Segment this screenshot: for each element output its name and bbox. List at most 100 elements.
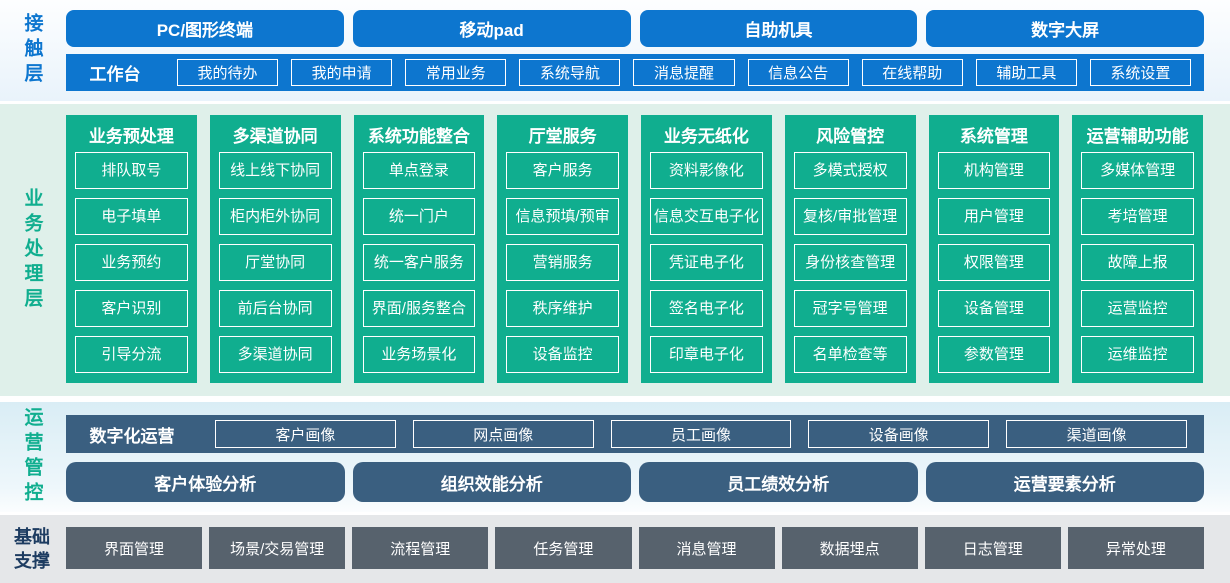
contact-layer-band: 接触层 PC/图形终端 移动pad 自助机具 数字大屏 工作台 我的待办 我的申…	[0, 0, 1230, 101]
column-item: 运营监控	[1081, 290, 1194, 327]
operation-layer-band: 运营管控 数字化运营 客户画像 网点画像 员工画像 设备画像 渠道画像 客户体验…	[0, 402, 1230, 512]
analysis-block-ops-elements: 运营要素分析	[925, 462, 1204, 502]
business-column-integration: 系统功能整合 单点登录 统一门户 统一客户服务 界面/服务整合 业务场景化	[353, 115, 485, 383]
foundation-item-tracking: 数据埋点	[781, 527, 918, 569]
layer-label-operation: 运营管控	[21, 407, 43, 507]
workbench-item: 我的待办	[177, 59, 279, 86]
contact-layer-content: PC/图形终端 移动pad 自助机具 数字大屏 工作台 我的待办 我的申请 常用…	[64, 0, 1230, 101]
column-item: 印章电子化	[650, 336, 763, 373]
workbench-item: 系统导航	[519, 59, 621, 86]
layer-label-contact: 接触层	[21, 13, 43, 88]
column-item: 电子填单	[75, 198, 188, 235]
foundation-row: 界面管理 场景/交易管理 流程管理 任务管理 消息管理 数据埋点 日志管理 异常…	[64, 515, 1230, 583]
column-title: 系统管理	[959, 127, 1028, 146]
operation-layer-content: 数字化运营 客户画像 网点画像 员工画像 设备画像 渠道画像 客户体验分析 组织…	[64, 402, 1230, 512]
foundation-item-log: 日志管理	[924, 527, 1061, 569]
column-item: 业务预约	[75, 244, 188, 281]
column-item: 厅堂协同	[218, 244, 332, 281]
workbench-item: 我的申请	[291, 59, 393, 86]
workbench-bar: 工作台 我的待办 我的申请 常用业务 系统导航 消息提醒 信息公告 在线帮助 辅…	[66, 54, 1204, 91]
column-item: 多模式授权	[793, 152, 907, 189]
profile-item-employee: 员工画像	[610, 420, 792, 448]
workbench-label: 工作台	[89, 65, 141, 84]
foundation-item-task: 任务管理	[495, 527, 632, 569]
layer-label-business: 业务处理层	[21, 187, 43, 313]
column-item: 秩序维护	[506, 290, 619, 327]
column-item: 签名电子化	[650, 290, 763, 327]
column-title: 运营辅助功能	[1086, 127, 1189, 146]
column-item: 信息预填/预审	[506, 198, 619, 235]
business-layer-label-column: 业务处理层	[0, 104, 64, 396]
digital-ops-bar: 数字化运营 客户画像 网点画像 员工画像 设备画像 渠道画像	[66, 415, 1204, 453]
column-item: 多渠道协同	[218, 336, 332, 373]
workbench-item: 消息提醒	[633, 59, 735, 86]
workbench-item: 在线帮助	[861, 59, 963, 86]
foundation-item-process: 流程管理	[352, 527, 489, 569]
contact-layer-label-column: 接触层	[0, 0, 64, 101]
column-item: 复核/审批管理	[793, 198, 907, 235]
workbench-item: 系统设置	[1089, 59, 1191, 86]
column-item: 资料影像化	[650, 152, 763, 189]
column-title: 厅堂服务	[528, 127, 597, 146]
profile-item-customer: 客户画像	[215, 420, 396, 448]
column-item: 线上线下协同	[218, 152, 332, 189]
column-item: 柜内柜外协同	[218, 198, 332, 235]
column-item: 单点登录	[362, 152, 476, 189]
operation-layer-label-column: 运营管控	[0, 402, 64, 512]
terminal-block-pc: PC/图形终端	[66, 10, 344, 47]
layer-label-foundation: 基础支撑	[14, 526, 50, 571]
column-items: 排队取号 电子填单 业务预约 客户识别 引导分流	[75, 152, 188, 373]
column-item: 名单检查等	[793, 336, 907, 373]
column-title: 业务无纸化	[663, 127, 749, 146]
business-column-preprocess: 业务预处理 排队取号 电子填单 业务预约 客户识别 引导分流	[66, 115, 197, 383]
column-item: 多媒体管理	[1081, 152, 1194, 189]
foundation-layer-label-column: 基础支撑	[0, 515, 64, 583]
business-column-system-mgmt: 系统管理 机构管理 用户管理 权限管理 设备管理 参数管理	[928, 115, 1060, 383]
column-item: 界面/服务整合	[362, 290, 476, 327]
column-items: 线上线下协同 柜内柜外协同 厅堂协同 前后台协同 多渠道协同	[218, 152, 332, 373]
column-item: 权限管理	[937, 244, 1051, 281]
analysis-block-org-efficiency: 组织效能分析	[352, 462, 631, 502]
column-title: 风险管控	[816, 127, 885, 146]
business-layer-band: 业务处理层 业务预处理 排队取号 电子填单 业务预约 客户识别 引导分流 多渠道…	[0, 104, 1230, 396]
digital-ops-label: 数字化运营	[89, 426, 175, 446]
column-item: 故障上报	[1081, 244, 1194, 281]
terminal-block-pad: 移动pad	[352, 10, 631, 47]
analysis-block-employee-performance: 员工绩效分析	[639, 462, 918, 502]
column-items: 多媒体管理 考培管理 故障上报 运营监控 运维监控	[1081, 152, 1194, 373]
column-title: 业务预处理	[88, 127, 174, 146]
column-item: 身份核查管理	[793, 244, 907, 281]
column-item: 客户服务	[506, 152, 619, 189]
business-columns: 业务预处理 排队取号 电子填单 业务预约 客户识别 引导分流 多渠道协同 线上线…	[64, 104, 1230, 396]
column-item: 机构管理	[937, 152, 1051, 189]
column-item: 营销服务	[506, 244, 619, 281]
column-item: 前后台协同	[218, 290, 332, 327]
foundation-item-scene: 场景/交易管理	[209, 527, 346, 569]
column-item: 统一门户	[362, 198, 476, 235]
workbench-item: 辅助工具	[975, 59, 1077, 86]
column-item: 参数管理	[937, 336, 1051, 373]
column-item: 引导分流	[75, 336, 188, 373]
column-item: 冠字号管理	[793, 290, 907, 327]
column-item: 运维监控	[1081, 336, 1194, 373]
column-item: 客户识别	[75, 290, 188, 327]
profile-item-channel: 渠道画像	[1006, 420, 1187, 448]
foundation-item-message: 消息管理	[638, 527, 775, 569]
column-items: 机构管理 用户管理 权限管理 设备管理 参数管理	[937, 152, 1051, 373]
column-item: 业务场景化	[362, 336, 476, 373]
foundation-layer-band: 基础支撑 界面管理 场景/交易管理 流程管理 任务管理 消息管理 数据埋点 日志…	[0, 515, 1230, 583]
business-column-ops-aux: 运营辅助功能 多媒体管理 考培管理 故障上报 运营监控 运维监控	[1072, 115, 1203, 383]
column-items: 多模式授权 复核/审批管理 身份核查管理 冠字号管理 名单检查等	[793, 152, 907, 373]
column-items: 单点登录 统一门户 统一客户服务 界面/服务整合 业务场景化	[362, 152, 476, 373]
column-item: 统一客户服务	[362, 244, 476, 281]
column-item: 凭证电子化	[650, 244, 763, 281]
terminal-block-selfserve: 自助机具	[639, 10, 918, 47]
foundation-item-exception: 异常处理	[1067, 527, 1204, 569]
column-item: 信息交互电子化	[650, 198, 763, 235]
business-column-risk: 风险管控 多模式授权 复核/审批管理 身份核查管理 冠字号管理 名单检查等	[784, 115, 916, 383]
analysis-row: 客户体验分析 组织效能分析 员工绩效分析 运营要素分析	[66, 462, 1204, 502]
workbench-item: 信息公告	[747, 59, 849, 86]
column-item: 用户管理	[937, 198, 1051, 235]
column-title: 系统功能整合	[367, 127, 470, 146]
analysis-block-customer-experience: 客户体验分析	[66, 462, 345, 502]
